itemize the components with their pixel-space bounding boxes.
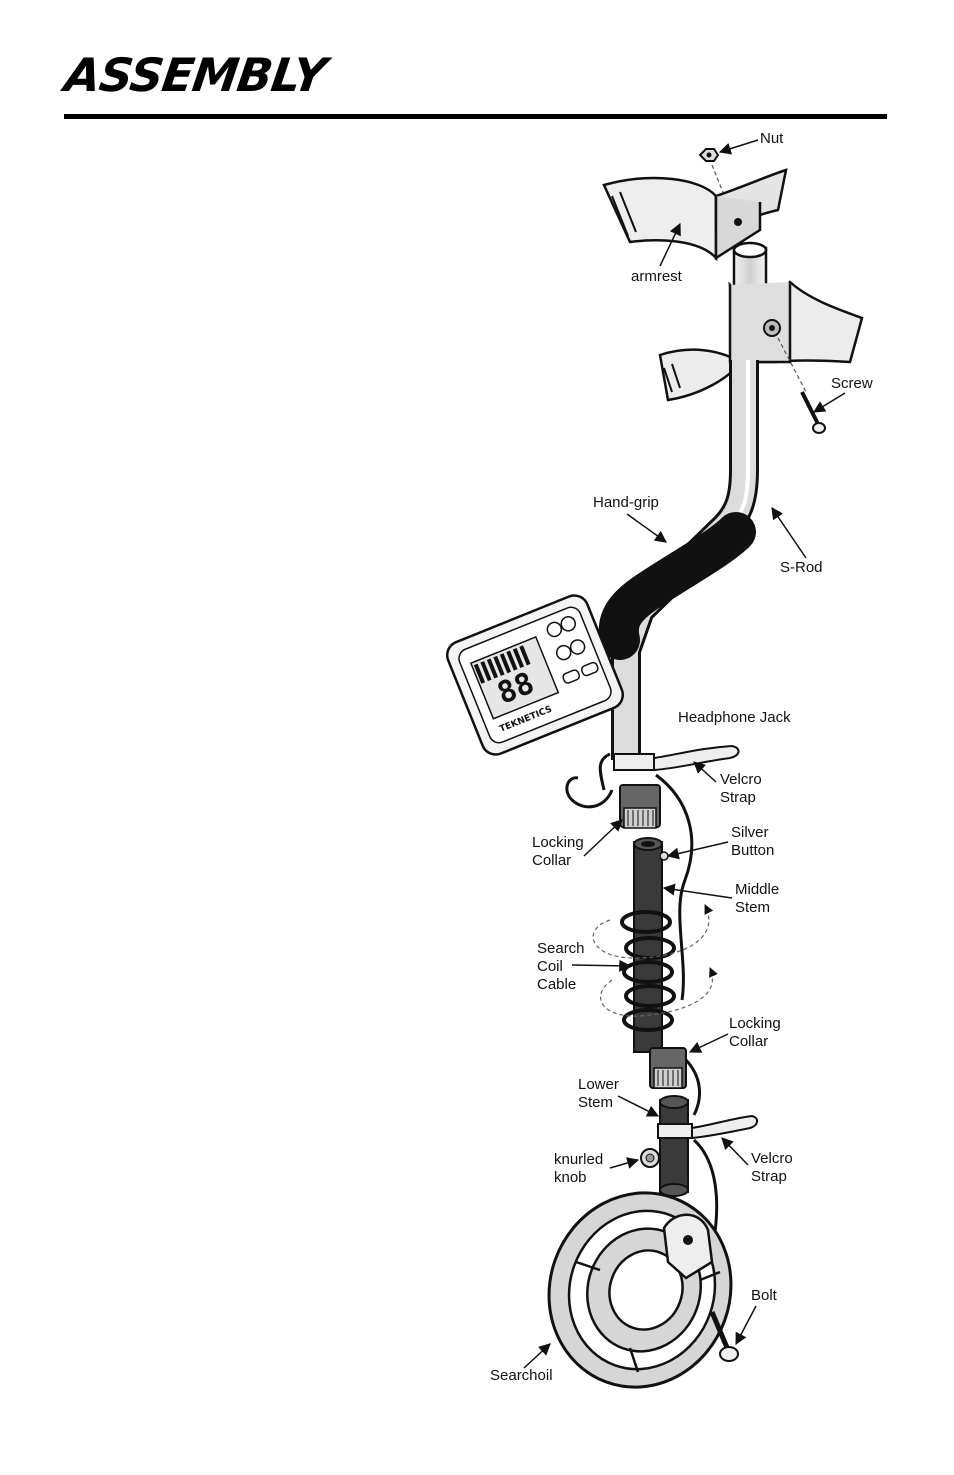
label-nut: Nut bbox=[760, 130, 784, 147]
label-searchcoil: Searchoil bbox=[490, 1367, 553, 1384]
screw bbox=[800, 391, 826, 434]
cable-hook bbox=[565, 776, 614, 809]
twist-arrow-lower bbox=[600, 967, 718, 1017]
hand-grip bbox=[598, 512, 756, 660]
knurled-knob bbox=[640, 1148, 660, 1168]
title-rule bbox=[64, 114, 887, 119]
screw-dashline bbox=[777, 337, 807, 393]
armrest-top bbox=[602, 168, 788, 262]
label-velcro-strap-lower: Velcro Strap bbox=[751, 1150, 793, 1185]
locking-collar-upper bbox=[619, 784, 661, 829]
label-middle-stem: Middle Stem bbox=[735, 881, 780, 916]
lower-stem bbox=[659, 1099, 689, 1193]
velcro-strap-upper bbox=[613, 744, 740, 772]
label-lower-stem: Lower Stem bbox=[578, 1076, 619, 1111]
twist-arrow-upper bbox=[592, 904, 714, 959]
label-silver-button: Silver Button bbox=[731, 824, 775, 859]
bolt bbox=[709, 1311, 739, 1362]
nut bbox=[698, 148, 720, 162]
control-box: 88 TEKNETICS bbox=[445, 594, 625, 756]
upper-shaft-top bbox=[732, 241, 768, 259]
label-locking-collar-upper: Locking Collar bbox=[532, 834, 584, 869]
coil-cable-main bbox=[655, 773, 694, 1001]
label-headphone-jack: Headphone Jack bbox=[678, 709, 791, 726]
cable-hook-top bbox=[598, 752, 611, 791]
locking-collar-lower bbox=[649, 1047, 687, 1089]
label-armrest: armrest bbox=[631, 268, 682, 285]
silver-button bbox=[659, 851, 669, 861]
label-s-rod: S-Rod bbox=[780, 559, 823, 576]
middle-stem bbox=[633, 841, 663, 1053]
label-knurled-knob: knurled knob bbox=[554, 1151, 604, 1186]
label-search-coil-cable: Search Coil Cable bbox=[537, 940, 585, 993]
label-bolt: Bolt bbox=[751, 1287, 777, 1304]
velcro-strap-lower bbox=[657, 1114, 758, 1140]
label-hand-grip: Hand-grip bbox=[593, 494, 659, 511]
searchcoil bbox=[547, 1191, 733, 1389]
label-screw: Screw bbox=[831, 375, 873, 392]
search-coil-cable bbox=[620, 910, 676, 1032]
armrest-bracket bbox=[658, 280, 864, 402]
label-locking-collar-lower: Locking Collar bbox=[729, 1015, 781, 1050]
label-velcro-strap-upper: Velcro Strap bbox=[720, 771, 762, 806]
leader-lines bbox=[523, 139, 846, 1369]
